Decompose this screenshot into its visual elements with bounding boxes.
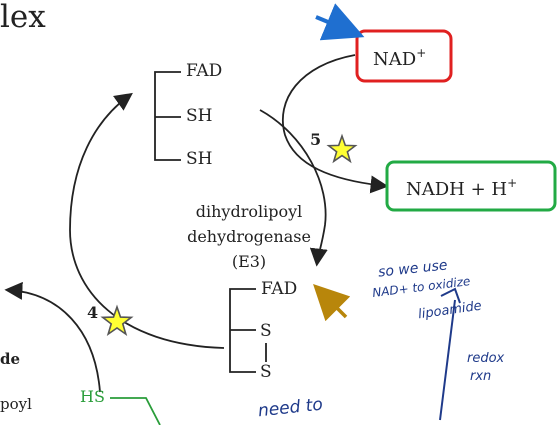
nadh-box <box>385 160 557 212</box>
handwritten-rxn: rxn <box>470 369 492 384</box>
step4-outgoing-arrow <box>4 281 101 393</box>
blue-pointer-arrow-icon <box>315 3 365 41</box>
bottom-complex-bracket <box>229 288 267 373</box>
enzyme-name-line3: (E3) <box>231 252 267 271</box>
hs-bond-line <box>110 397 161 425</box>
bottom-s2-label: S <box>260 362 272 382</box>
star-icon <box>326 133 358 164</box>
nad-reduction-arc <box>281 54 389 194</box>
handwritten-redox: redox <box>467 351 505 366</box>
nad-charge: + <box>416 46 427 60</box>
handwritten-arrow <box>439 299 456 421</box>
top-sh2-label: SH <box>186 149 213 169</box>
top-sh1-label: SH <box>186 106 213 126</box>
left-bold-fragment: de <box>0 350 21 368</box>
enzyme-name-line2: dehydrogenase <box>187 227 311 246</box>
nad-label: NAD+ <box>373 47 426 69</box>
title-fragment: lex <box>0 0 46 35</box>
nadh-text: NADH + H <box>406 179 508 200</box>
bottom-fad-label: FAD <box>261 279 298 299</box>
nad-box <box>355 29 453 83</box>
main-cycle-arrow-left <box>69 92 225 349</box>
nad-text: NAD <box>373 49 417 70</box>
top-fad-label: FAD <box>186 61 223 81</box>
nadh-charge: + <box>507 176 518 190</box>
main-cycle-arrow-right <box>259 109 328 267</box>
enzyme-name-line1: dihydrolipoyl <box>195 202 303 221</box>
top-complex-bracket <box>154 71 181 161</box>
step-4-label: 4 <box>87 303 99 322</box>
step-5-label: 5 <box>310 130 322 149</box>
bottom-s1-label: S <box>260 321 272 341</box>
hs-label: HS <box>80 387 105 406</box>
left-lipoyl-fragment: poyl <box>0 395 32 413</box>
star-icon <box>100 304 134 337</box>
handwritten-arrowhead <box>440 287 461 304</box>
brown-pointer-arrow-icon <box>313 284 351 322</box>
nadh-label: NADH + H+ <box>406 177 517 199</box>
